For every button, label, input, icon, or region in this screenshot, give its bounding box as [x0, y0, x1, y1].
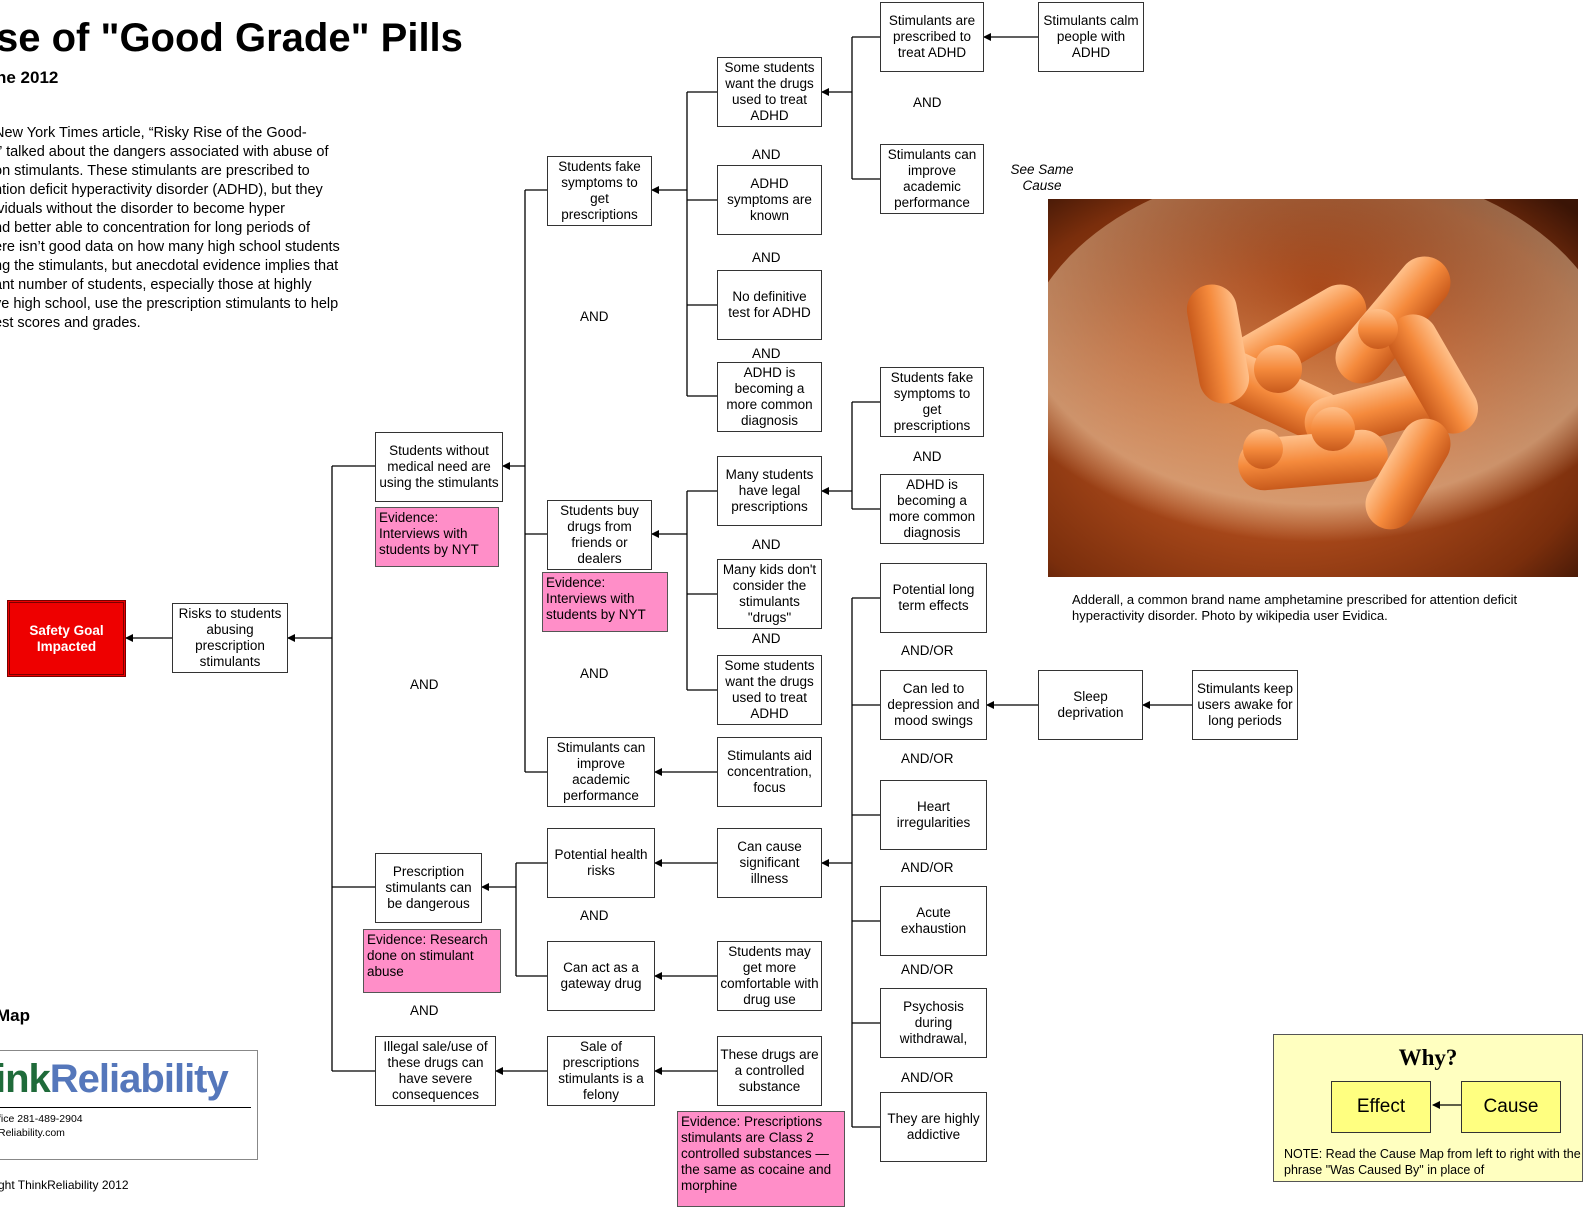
and-label: AND — [580, 908, 609, 923]
cause-keep-awake: Stimulants keep users awake for long per… — [1192, 670, 1298, 740]
evidence-box: Evidence: Research done on stimulant abu… — [363, 929, 501, 993]
cause-controlled-substance: These drugs are a controlled substance — [717, 1036, 822, 1106]
cause-legal-prescriptions: Many students have legal prescriptions — [717, 456, 822, 526]
cause-students-fake-symptoms: Students fake symptoms to get prescripti… — [547, 156, 652, 226]
intro-line: New York Times article, “Risky Rise of t… — [0, 125, 307, 141]
and-label: AND — [410, 1003, 439, 1018]
legend-why: Why? — [1398, 1045, 1458, 1070]
logo-divider — [0, 1107, 251, 1108]
legend-cause-box: Cause — [1461, 1081, 1561, 1133]
cause-significant-illness: Can cause significant illness — [717, 828, 822, 898]
legend-box: Why? Effect Cause NOTE: Read the Cause M… — [1273, 1034, 1583, 1182]
logo-text-part1: ink — [0, 1057, 51, 1101]
and-label: AND — [752, 250, 781, 265]
cause-map-title: Map — [0, 1006, 30, 1025]
cause-sleep-deprivation: Sleep deprivation — [1038, 670, 1143, 740]
cause-no-definitive-test: No definitive test for ADHD — [717, 270, 822, 340]
and-label: AND — [580, 309, 609, 324]
cause-adhd-common-diagnosis: ADHD is becoming a more common diagnosis — [880, 474, 984, 544]
cause-gateway-drug: Can act as a gateway drug — [547, 941, 655, 1011]
intro-line: on stimulants. These stimulants are pres… — [0, 163, 310, 179]
cause-heart-irregularities: Heart irregularities — [880, 780, 987, 850]
cause-adhd-common-diagnosis: ADHD is becoming a more common diagnosis — [717, 362, 822, 432]
cause-highly-addictive: They are highly addictive — [880, 1092, 987, 1162]
cause-improve-academic: Stimulants can improve academic performa… — [547, 737, 655, 807]
cause-risks-to-students: Risks to students abusing prescription s… — [172, 603, 288, 673]
intro-text: New York Times article, “Risky Rise of t… — [0, 124, 394, 333]
cause-calm-adhd: Stimulants calm people with ADHD — [1038, 2, 1144, 72]
intro-line: ve high school, use the prescription sti… — [0, 296, 339, 312]
cause-illegal-sale: Illegal sale/use of these drugs can have… — [375, 1036, 496, 1106]
page-title: se of "Good Grade" Pills — [0, 16, 463, 60]
legend-note: NOTE: Read the Cause Map from left to ri… — [1284, 1147, 1581, 1177]
company-logo-block: inkReliability fice 281-489-2904 Reliabi… — [0, 1050, 258, 1160]
cause-not-considered-drugs: Many kids don't consider the stimulants … — [717, 559, 822, 629]
and-label: AND — [913, 449, 942, 464]
cause-students-fake-symptoms: Students fake symptoms to get prescripti… — [880, 367, 984, 437]
intro-line: ere isn’t good data on how many high sch… — [0, 239, 340, 255]
cause-potential-health-risks: Potential health risks — [547, 828, 655, 898]
cause-depression-mood: Can led to depression and mood swings — [880, 670, 987, 740]
legend-arrow — [1432, 1101, 1461, 1109]
and-label: AND — [752, 147, 781, 162]
evidence-box: Evidence: Interviews with students by NY… — [542, 572, 668, 632]
cause-aid-concentration: Stimulants aid concentration, focus — [717, 737, 822, 807]
cause-sale-felony: Sale of prescriptions stimulants is a fe… — [547, 1036, 655, 1106]
intro-line: ant number of students, especially those… — [0, 277, 312, 293]
evidence-box: Evidence: Interviews with students by NY… — [375, 507, 499, 567]
intro-line: est scores and grades. — [0, 315, 141, 331]
contact-phone: fice 281-489-2904 — [0, 1113, 83, 1125]
cause-long-term-effects: Potential long term effects — [880, 563, 987, 633]
contact-website: Reliability.com — [0, 1127, 65, 1139]
and-or-label: AND/OR — [901, 962, 954, 977]
cause-students-without-need: Students without medical need are using … — [375, 432, 503, 502]
intro-line: ividuals without the disorder to become … — [0, 201, 285, 217]
and-or-label: AND/OR — [901, 1070, 954, 1085]
page-subtitle: ne 2012 — [0, 68, 59, 87]
cause-prescribed-adhd: Stimulants are prescribed to treat ADHD — [880, 2, 984, 72]
photo-caption: Adderall, a common brand name amphetamin… — [1072, 592, 1518, 623]
cause-comfortable-drug-use: Students may get more comfortable with d… — [717, 941, 822, 1011]
and-label: AND — [752, 537, 781, 552]
and-label: AND — [580, 666, 609, 681]
and-label: AND — [913, 95, 942, 110]
adderall-photo — [1048, 199, 1578, 577]
and-or-label: AND/OR — [901, 643, 954, 658]
and-label: AND — [410, 677, 439, 692]
cause-psychosis-withdrawal: Psychosis during withdrawal, — [880, 988, 987, 1058]
legend-effect-box: Effect — [1331, 1081, 1431, 1133]
cause-acute-exhaustion: Acute exhaustion — [880, 886, 987, 956]
intro-line: nd better able to concentration for long… — [0, 220, 310, 236]
and-label: AND — [752, 631, 781, 646]
evidence-box: Evidence: Prescriptions stimulants are C… — [677, 1111, 845, 1207]
cause-students-buy-drugs: Students buy drugs from friends or deale… — [547, 500, 652, 570]
intro-line: ntion deficit hyperactivity disorder (AD… — [0, 182, 323, 198]
and-or-label: AND/OR — [901, 751, 954, 766]
think-reliability-logo: inkReliability — [0, 1057, 229, 1102]
intro-line: ng the stimulants, but anecdotal evidenc… — [0, 258, 339, 274]
cause-improve-academic: Stimulants can improve academic performa… — [880, 144, 984, 214]
cause-adhd-symptoms-known: ADHD symptoms are known — [717, 165, 822, 235]
see-same-cause-note: See Same Cause — [1010, 162, 1074, 193]
safety-goal-box: Safety Goal Impacted — [7, 600, 126, 677]
cause-want-drugs-adhd: Some students want the drugs used to tre… — [717, 57, 822, 127]
logo-text-part2: Reliability — [49, 1057, 229, 1101]
cause-stimulants-dangerous: Prescription stimulants can be dangerous — [375, 853, 482, 923]
and-label: AND — [752, 346, 781, 361]
cause-want-drugs-adhd: Some students want the drugs used to tre… — [717, 655, 822, 725]
copyright-text: ght ThinkReliability 2012 — [0, 1178, 129, 1192]
intro-line: l” talked about the dangers associated w… — [0, 144, 329, 160]
and-or-label: AND/OR — [901, 860, 954, 875]
